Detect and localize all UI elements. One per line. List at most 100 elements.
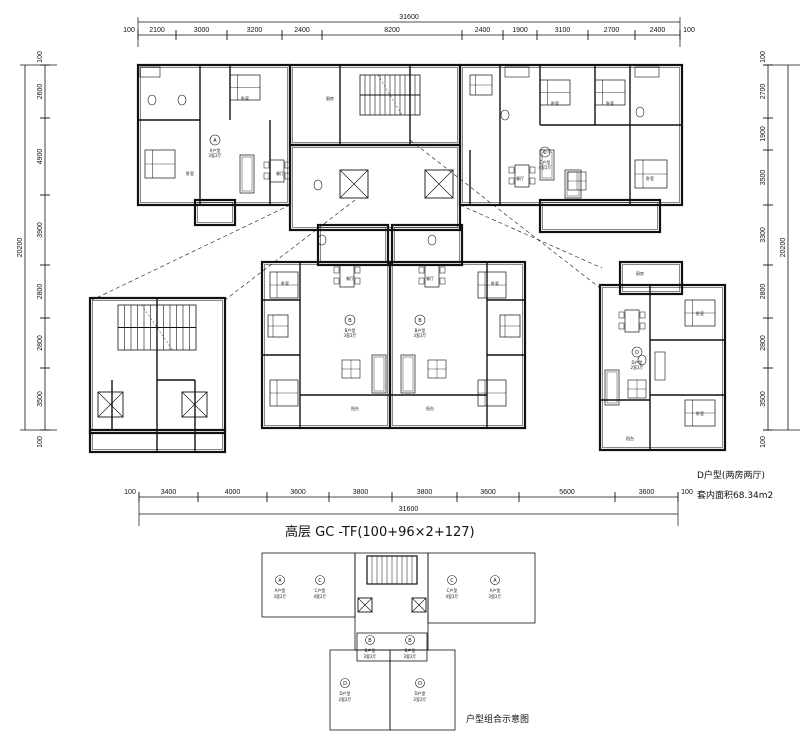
unit-b-left-rooms-label: 3室2厅 [343, 332, 356, 338]
room-label-bedroom: 卧室 [696, 310, 704, 316]
right-dim-segment-label: 1900 [760, 126, 767, 142]
key-plan-block [389, 649, 456, 731]
key-plan-unit-type: A户型 [490, 587, 501, 593]
chair-icon [263, 161, 270, 169]
bottom-dim-segment-label: 3600 [290, 489, 306, 496]
unit-c-outline [458, 63, 684, 207]
unit-c-rooms-label: 4室2厅 [538, 164, 551, 170]
chair-icon [618, 311, 625, 319]
unit-c-tag-label: C [543, 150, 547, 156]
right-dim-edge-label: 100 [760, 436, 767, 448]
key-plan-unit-circle [490, 575, 500, 585]
dining-table-icon [514, 164, 530, 188]
key-plan-elevator-x [411, 597, 427, 613]
key-plan-unit-type: D户型 [414, 690, 425, 696]
toilet-icon [427, 234, 437, 246]
chair-icon [333, 277, 340, 285]
bathtub-icon [139, 66, 161, 78]
top-dim-segment-label: 1900 [512, 27, 528, 34]
key-plan-unit-rooms: 3室2厅 [403, 653, 416, 659]
chair-icon [284, 161, 291, 169]
leader-line [91, 204, 291, 301]
stair-core-outline-inner [292, 67, 458, 143]
key-plan-unit-type: B户型 [405, 647, 416, 653]
key-plan-unit-type: D户型 [339, 690, 350, 696]
key-plan-unit-circle [405, 635, 415, 645]
key-plan-unit-rooms: 2室2厅 [338, 696, 351, 702]
key-plan-block [329, 649, 391, 731]
sofa-cushion [606, 371, 618, 404]
sofa-cushion [373, 356, 385, 392]
key-plan-elevator [357, 597, 373, 613]
right-dim-total-label: 20200 [780, 238, 787, 258]
left-dim-segment-label: 2800 [37, 284, 44, 300]
key-plan-block [354, 552, 429, 651]
detail-stair-arrow [141, 304, 173, 351]
unit-a-type-label: A户型 [210, 147, 221, 153]
elevator-car-x [339, 169, 369, 199]
key-plan-block [427, 552, 536, 624]
key-plan-unit-rooms: 4室2厅 [313, 593, 326, 599]
key-plan-unit-circle [340, 678, 350, 688]
top-dim-segment-label: 2400 [294, 27, 310, 34]
dining-table-icon [624, 309, 640, 333]
unit-b-right-type-label: B户型 [415, 327, 426, 333]
leader-line [409, 139, 601, 289]
room-label-balcony: 阳台 [351, 405, 359, 411]
unit-b-left-outline [260, 260, 392, 430]
key-plan-caption: 户型组合示意图 [466, 713, 529, 725]
bottom-dim-segment-label: 3800 [353, 489, 369, 496]
top-dim-segment-label: 2400 [475, 27, 491, 34]
key-plan: AA户型3室2厅CC户型4室2厅CC户型4室2厅AA户型3室2厅BB户型3室2厅… [261, 552, 536, 731]
toilet-icon [313, 179, 323, 191]
top-dim-segment-label: 8200 [384, 27, 400, 34]
bottom-dim-segment-label: 4000 [225, 489, 241, 496]
sofa-icon [371, 354, 387, 394]
right-dim-segment-label: 2700 [760, 84, 767, 100]
chair-icon [418, 266, 425, 274]
elevator-car-x [97, 391, 124, 418]
unit-b-right-kitchen-inner [394, 227, 460, 263]
dining-table-icon [269, 159, 285, 183]
room-label-bedroom: 卧室 [491, 280, 499, 286]
bottom-dim-segment-label: 3600 [639, 489, 655, 496]
right-dim-segment-label: 2800 [760, 335, 767, 351]
unit-b-left-outline-inner [264, 264, 388, 426]
unit-d-rooms-label: 2室2厅 [630, 364, 643, 370]
chair-icon [418, 277, 425, 285]
right-dim-segment-label: 2800 [760, 284, 767, 300]
left-dim-edge-label: 100 [37, 51, 44, 63]
toilet-icon [635, 106, 645, 118]
key-plan-unit-type: B户型 [365, 647, 376, 653]
top-dim-segment-label: 2700 [604, 27, 620, 34]
dining-table-icon [424, 264, 440, 288]
unit-d-type-label: D户型 [631, 359, 642, 365]
elevator-car-x [181, 391, 208, 418]
key-plan-unit-rooms: 3室2厅 [273, 593, 286, 599]
key-plan-unit-circle [447, 575, 457, 585]
sofa-icon [400, 354, 416, 394]
unit-b-left-tag-label: B [348, 318, 352, 324]
room-label-bedroom: 卧室 [696, 410, 704, 416]
bathtub-icon [634, 66, 660, 78]
sofa-cushion [402, 356, 414, 392]
unit-c-type-label: C户型 [540, 159, 551, 165]
sofa-icon [539, 149, 555, 181]
left-dim-segment-label: 2800 [37, 335, 44, 351]
left-dim-segment-label: 3900 [37, 222, 44, 238]
unit-d-outline [598, 283, 727, 452]
unit-a-balcony-inner [197, 202, 233, 223]
chair-icon [639, 311, 646, 319]
unit-b-right-outline-inner [392, 264, 523, 426]
drawing-title: 高层 GC -TF(100+96×2+127) [285, 524, 475, 540]
room-label-dining: 餐厅 [516, 175, 524, 181]
key-plan-unit-rooms: 3室2厅 [363, 653, 376, 659]
chair-icon [354, 266, 361, 274]
top-dim-segment-label: 2100 [149, 27, 165, 34]
bottom-dim-edge-label: 100 [681, 489, 693, 496]
key-plan-unit-tag: C [318, 578, 322, 584]
key-plan-block [261, 552, 356, 618]
dining-table-icon [339, 264, 355, 288]
